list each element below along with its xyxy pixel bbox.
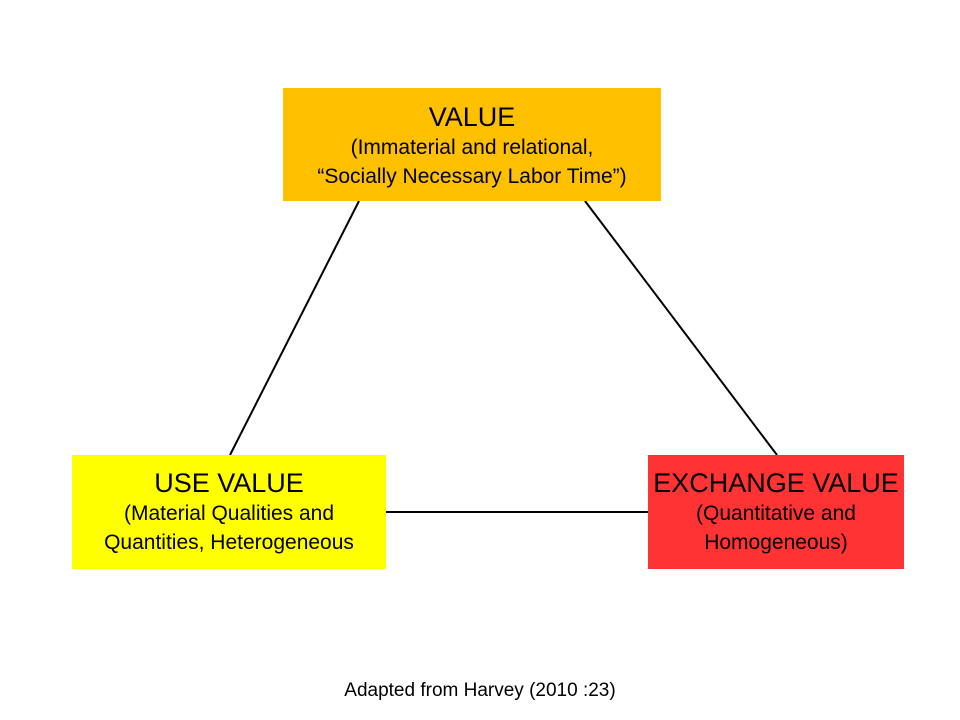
- value-node: VALUE (Immaterial and relational, “Socia…: [283, 88, 661, 201]
- exchange-value-description-line-2: Homogeneous): [704, 531, 848, 554]
- use-value-description-line-1: (Material Qualities and: [123, 502, 335, 525]
- connector-value-exchange-value: [584, 200, 778, 456]
- exchange-value-title: EXCHANGE VALUE: [653, 468, 899, 498]
- exchange-value-description-line-1: (Quantitative and: [696, 502, 856, 525]
- use-value-node: USE VALUE (Material Qualities and Quanti…: [72, 455, 386, 569]
- source-citation: Adapted from Harvey (2010 :23): [344, 680, 616, 701]
- use-value-title: USE VALUE: [154, 468, 304, 498]
- connector-value-use-value: [229, 200, 360, 456]
- exchange-value-node: EXCHANGE VALUE (Quantitative and Homogen…: [648, 455, 904, 569]
- value-description-line-2: “Socially Necessary Labor Time”): [317, 164, 627, 188]
- value-title: VALUE: [428, 101, 516, 132]
- value-description-line-1: (Immaterial and relational,: [350, 135, 594, 159]
- use-value-description-line-2: Quantities, Heterogeneous: [104, 531, 354, 554]
